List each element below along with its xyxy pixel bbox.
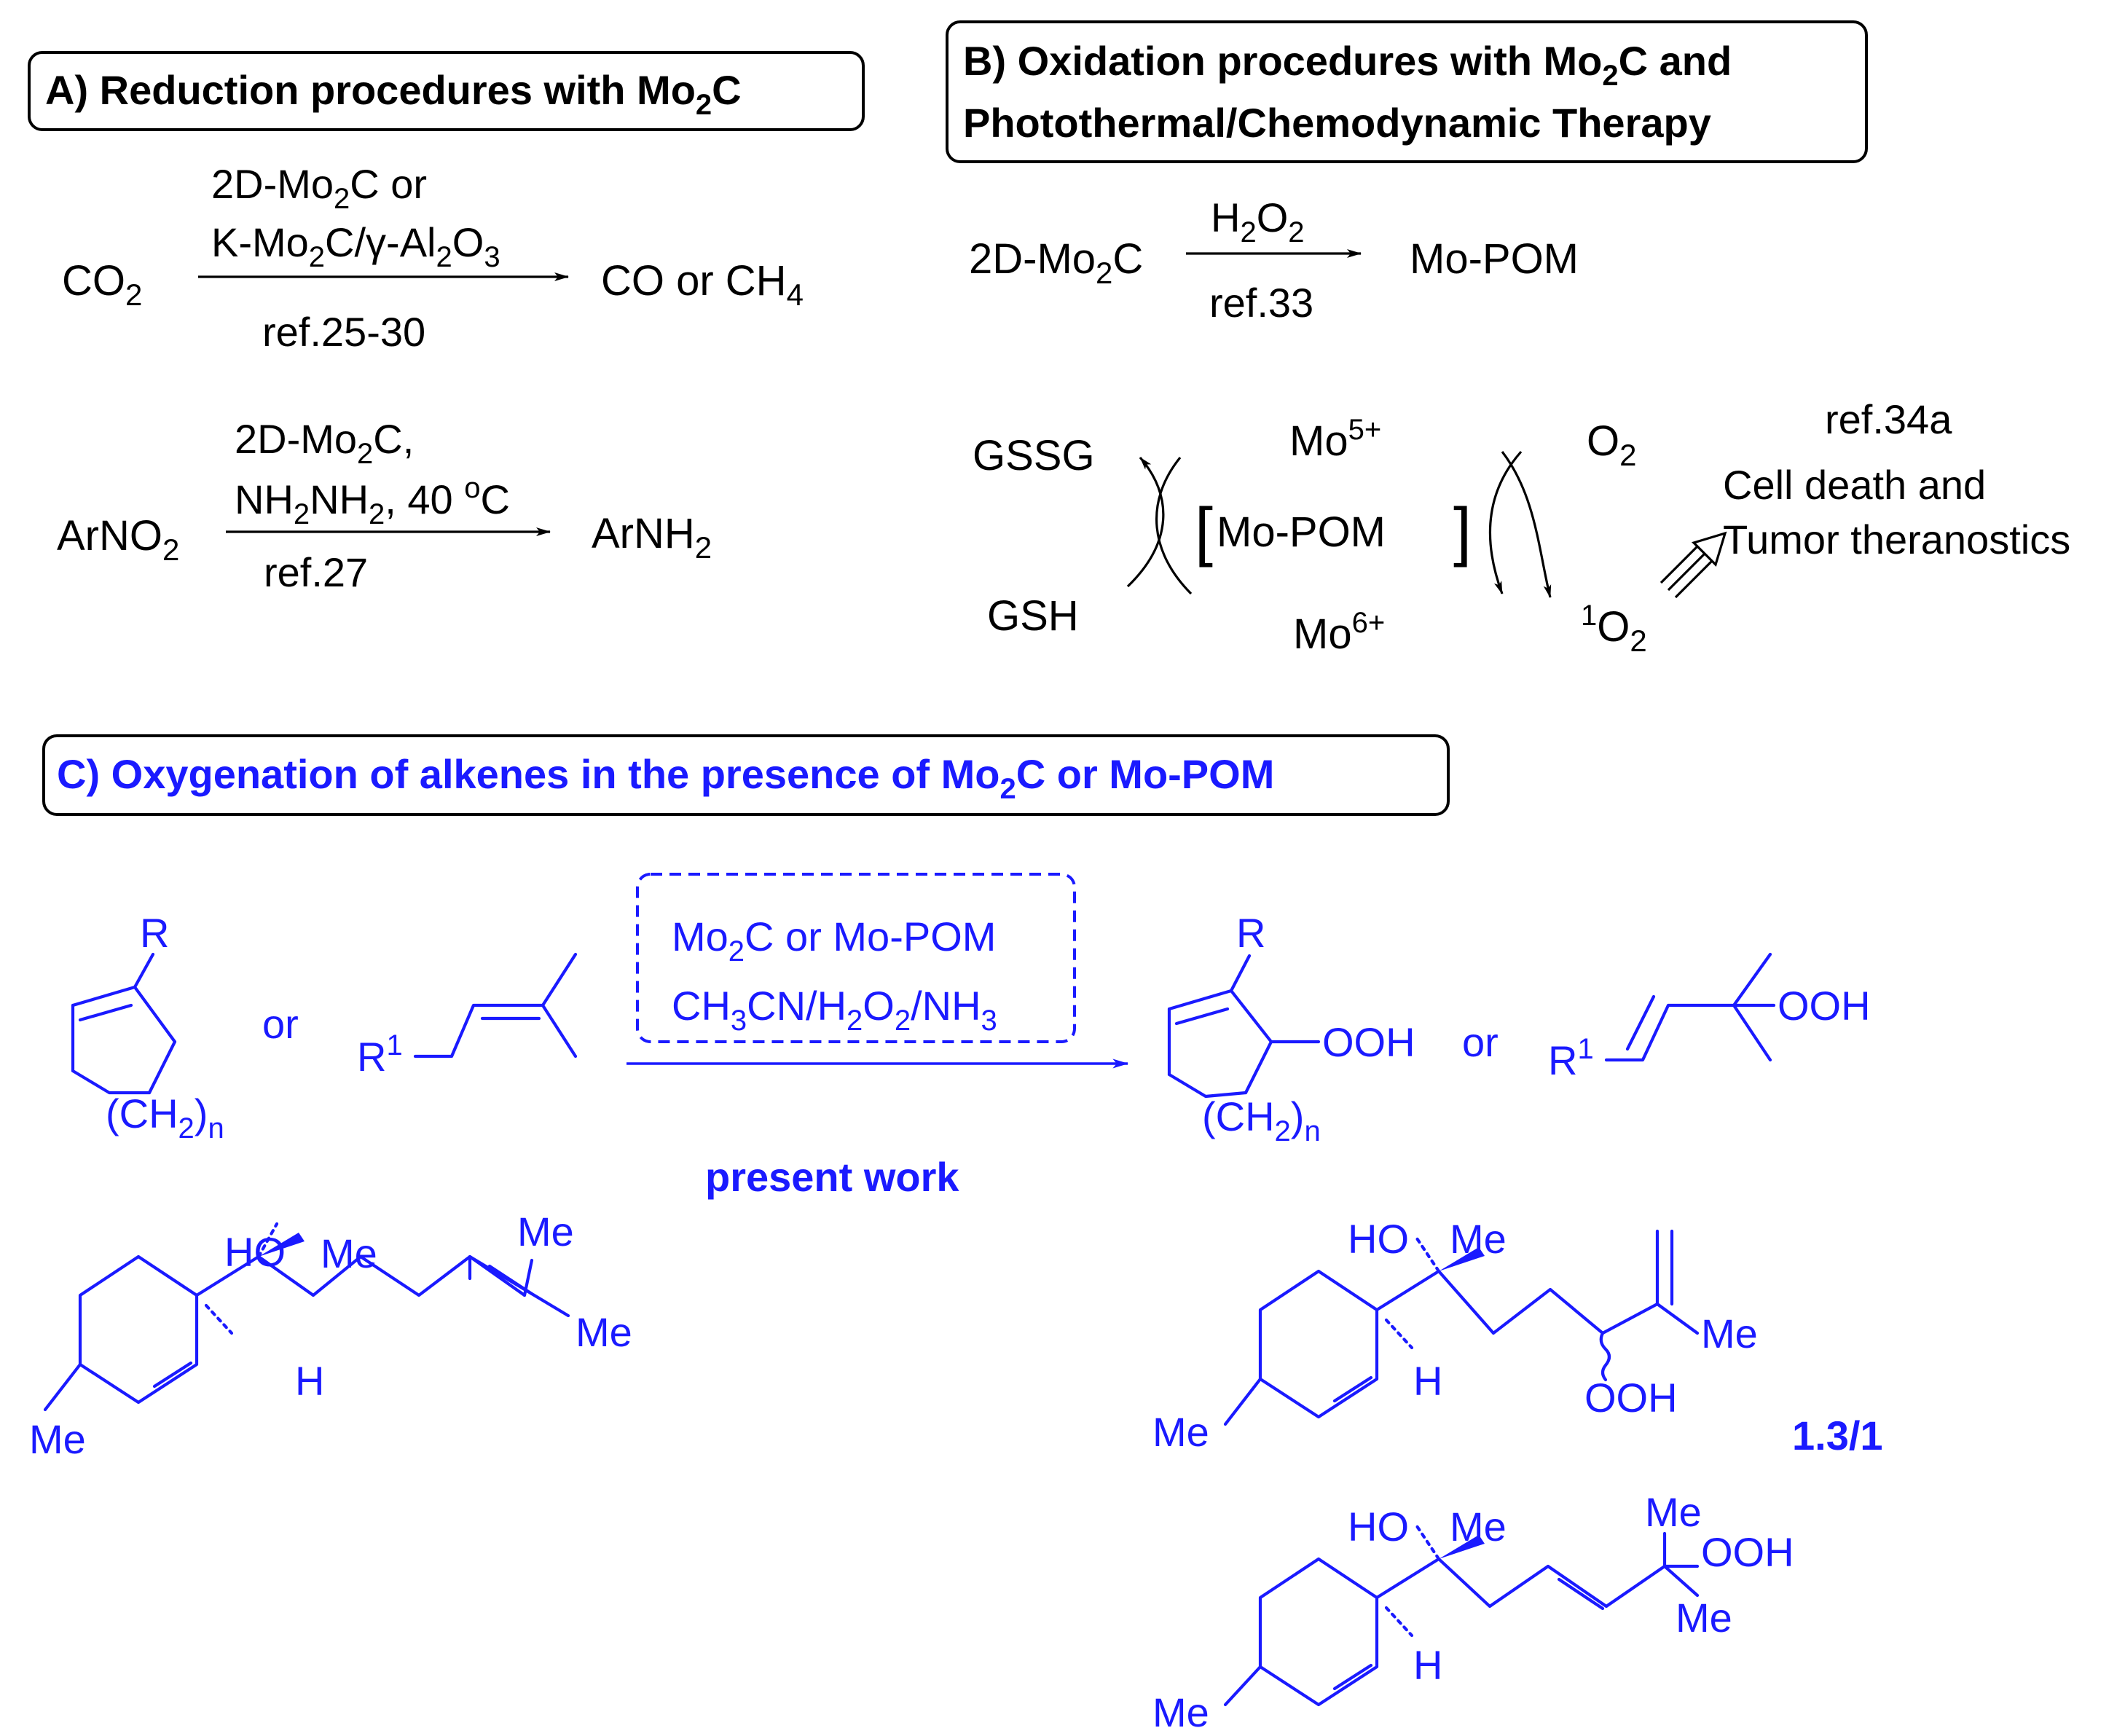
center-mo-pom: Mo-POM <box>1217 508 1386 556</box>
ref-27: ref.27 <box>264 549 368 595</box>
ref-34a: ref.34a <box>1825 396 1952 442</box>
svg-text:HO: HO <box>1348 1504 1409 1550</box>
svg-text:Me: Me <box>517 1209 574 1254</box>
outcome-line1: Cell death and <box>1723 462 1986 508</box>
condition-2d-mo2c-b: 2D-Mo2C, <box>235 416 414 470</box>
conditions-line2: CH3CN/H2O2/NH3 <box>672 983 997 1037</box>
svg-text:H: H <box>1413 1642 1442 1688</box>
panel-c: C) Oxygenation of alkenes in the presenc… <box>29 734 1883 1735</box>
product-cyclic-hydroperoxide: R OOH (CH2)n <box>1167 910 1415 1147</box>
svg-text:Me: Me <box>1152 1409 1209 1455</box>
svg-text:H: H <box>1413 1358 1442 1404</box>
outcome-line2: Tumor theranostics <box>1723 517 2070 562</box>
svg-text:(CH2)n: (CH2)n <box>106 1091 224 1144</box>
svg-text:HO: HO <box>224 1229 286 1275</box>
svg-text:R: R <box>1236 910 1265 956</box>
cycle-arrow-right-a <box>1488 450 1523 594</box>
label-mo5: Mo5+ <box>1289 414 1381 465</box>
panel-b-title-box <box>946 20 1868 163</box>
svg-text:R1: R1 <box>1548 1033 1594 1083</box>
panel-a-title-box <box>28 51 865 131</box>
svg-text:Me: Me <box>1701 1311 1758 1356</box>
svg-text:Me: Me <box>1152 1689 1209 1735</box>
panel-a: A) Reduction procedures with Mo2C CO2 2D… <box>28 51 865 595</box>
reactant-prenyl: R1 <box>357 952 578 1080</box>
svg-text:Me: Me <box>321 1230 377 1276</box>
present-work: present work <box>705 1154 959 1200</box>
label-singlet-o2: 1O2 <box>1581 600 1647 658</box>
reagent-h2o2: H2O2 <box>1211 195 1305 248</box>
svg-text:Me: Me <box>1450 1504 1507 1550</box>
cycle-arrow-left-b <box>1155 456 1193 595</box>
svg-text:OOH: OOH <box>1778 983 1871 1029</box>
reactant-arno2: ArNO2 <box>57 512 179 567</box>
condition-k-mo2c: K-Mo2C/γ-Al2O3 <box>211 219 500 273</box>
panel-a-title: A) Reduction procedures with Mo2C <box>45 67 742 121</box>
panel-b: B) Oxidation procedures with Mo2C and Ph… <box>946 20 2070 658</box>
panel-b-title-line2: Photothermal/Chemodynamic Therapy <box>963 100 1711 146</box>
reactant-2d-mo2c: 2D-Mo2C <box>969 235 1143 290</box>
label-gssg: GSSG <box>973 432 1095 479</box>
or-label-2: or <box>1462 1019 1499 1065</box>
condition-2d-mo2c: 2D-Mo2C or <box>211 161 427 215</box>
svg-text:OOH: OOH <box>1701 1529 1794 1575</box>
structure-product-tertiary-hydroperoxide: Me HO Me H Me OOH Me <box>1152 1489 1794 1735</box>
or-label-1: or <box>262 1001 299 1047</box>
panel-b-title-line1: B) Oxidation procedures with Mo2C and <box>963 38 1732 92</box>
reactant-cycloalkene: R (CH2)n <box>71 910 224 1144</box>
svg-text:Me: Me <box>1450 1216 1507 1262</box>
hollow-arrow-shaft <box>1660 545 1713 599</box>
panel-c-title-box <box>42 734 1450 816</box>
svg-text:(CH2)n: (CH2)n <box>1202 1093 1321 1147</box>
svg-text:OOH: OOH <box>1322 1019 1415 1065</box>
ref-25-30: ref.25-30 <box>262 309 425 355</box>
product-arnh2: ArNH2 <box>592 510 712 565</box>
label-o2: O2 <box>1587 417 1636 472</box>
svg-text:Me: Me <box>1676 1595 1732 1641</box>
product-allylic-hydroperoxide: R1 OOH <box>1548 952 1871 1083</box>
structure-product-secondary-hydroperoxide: Me HO Me H Me OOH <box>1152 1216 1758 1455</box>
svg-text:OOH: OOH <box>1584 1375 1678 1421</box>
svg-text:Me: Me <box>29 1416 86 1462</box>
svg-text:HO: HO <box>1348 1216 1409 1262</box>
svg-text:Me: Me <box>576 1309 632 1355</box>
hollow-arrow <box>1667 531 1727 592</box>
svg-text:R1: R1 <box>357 1029 403 1080</box>
reactant-co2: CO2 <box>62 257 142 312</box>
bracket-left: [ <box>1195 495 1213 568</box>
cycle-arrow-left-a <box>1126 456 1165 588</box>
condition-hydrazine: NH2NH2, 40 oC <box>235 472 510 530</box>
product-mo-pom: Mo-POM <box>1410 235 1579 283</box>
svg-text:H: H <box>295 1358 324 1404</box>
cycle-arrow-right-b <box>1501 451 1552 598</box>
product-co-ch4: CO or CH4 <box>601 257 804 312</box>
product-ratio: 1.3/1 <box>1792 1413 1883 1458</box>
ref-33: ref.33 <box>1209 280 1313 326</box>
conditions-box <box>636 873 1076 1043</box>
conditions-line1: Mo2C or Mo-POM <box>672 914 996 967</box>
svg-text:R: R <box>140 910 169 956</box>
panel-c-title: C) Oxygenation of alkenes in the presenc… <box>57 751 1274 805</box>
label-gsh: GSH <box>987 592 1079 640</box>
label-mo6: Mo6+ <box>1293 607 1385 658</box>
bracket-right: ] <box>1453 495 1472 568</box>
svg-text:Me: Me <box>1645 1489 1702 1535</box>
structure-bisabolol: Me HO Me H Me Me <box>29 1209 632 1462</box>
